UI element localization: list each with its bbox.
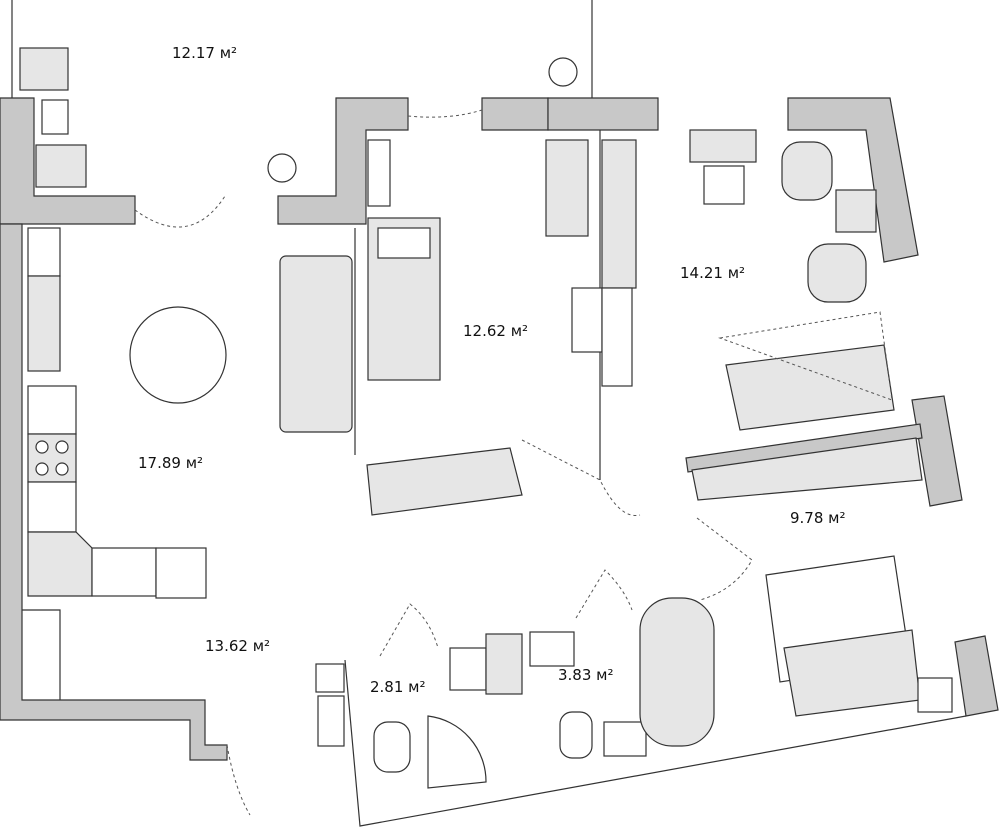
armchair [781, 141, 833, 201]
plant-icon [548, 57, 578, 87]
wardrobe [366, 447, 523, 516]
desk-laptop [689, 129, 757, 163]
area-label-bathroom-small: 2.81 м² [370, 678, 426, 696]
toilet [373, 721, 411, 773]
bathroom-fixtures [315, 597, 715, 789]
balcony [11, 0, 593, 188]
area-label-bedroom-1: 12.62 м² [463, 322, 529, 340]
area-label-balcony: 12.17 м² [172, 44, 238, 62]
balcony-table [41, 99, 69, 135]
area-label-bathroom-large: 3.83 м² [558, 666, 614, 684]
bedroom-1-furniture [366, 139, 523, 516]
cabinet [601, 139, 637, 289]
sofa-bed [725, 344, 895, 431]
bedroom-2-furniture [545, 129, 895, 431]
walls [0, 97, 999, 827]
doors [134, 109, 753, 816]
desk [545, 139, 589, 237]
washer-dryer [485, 633, 523, 695]
area-label-bedroom-2: 14.21 м² [680, 264, 746, 282]
fridge [27, 275, 61, 372]
sofa [279, 255, 353, 433]
washer [155, 547, 207, 599]
cooktop [27, 433, 77, 483]
area-label-hallway: 13.62 м² [205, 637, 271, 655]
dining-table [129, 306, 227, 404]
chair [703, 165, 745, 205]
shelf [367, 139, 391, 207]
armchair [807, 243, 867, 303]
desk-shelf [691, 437, 923, 501]
bathtub [639, 597, 715, 747]
sink [603, 721, 647, 757]
deck-chair-bottom [35, 144, 87, 188]
deck-chair-top [19, 47, 69, 91]
area-label-kitchen-living: 17.89 м² [138, 454, 204, 472]
plant-icon [267, 153, 297, 183]
washer-icon [529, 631, 575, 667]
kitchen-sink [27, 531, 93, 597]
sink [449, 647, 487, 691]
area-label-bedroom-3: 9.78 м² [790, 509, 846, 527]
bedroom-3-furniture [691, 437, 953, 717]
toilet [559, 711, 593, 759]
kitchen-living-furniture [27, 227, 353, 599]
shower [427, 715, 487, 789]
